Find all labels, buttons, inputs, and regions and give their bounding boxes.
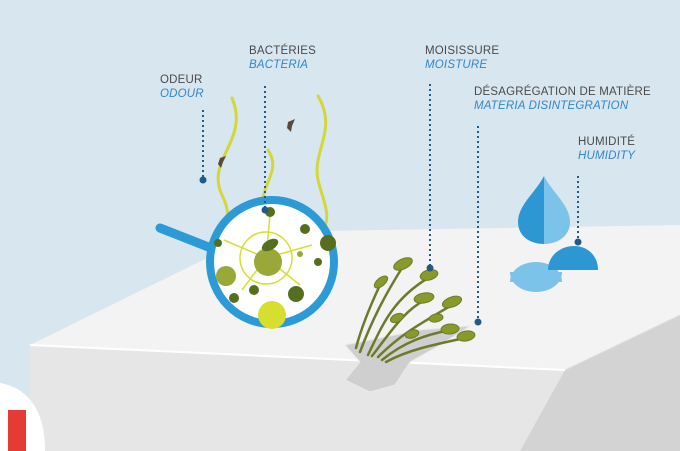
fly-icon — [218, 119, 295, 168]
mould-spores — [373, 257, 476, 342]
label-odour-en: ODOUR — [160, 87, 204, 100]
water-drop-icon — [510, 176, 598, 292]
label-bacteria: BACTÉRIES BACTERIA — [249, 45, 316, 73]
label-bacteria-fr: BACTÉRIES — [249, 45, 316, 57]
label-moisture-en: MOISTURE — [425, 58, 488, 71]
label-humidity: HUMIDITÉ HUMIDITY — [578, 136, 635, 164]
label-bacteria-en: BACTERIA — [249, 58, 309, 71]
label-humidity-fr: HUMIDITÉ — [578, 136, 636, 148]
slab-top — [30, 225, 680, 370]
label-odour: ODEUR ODOUR — [160, 74, 204, 102]
connectors — [202, 84, 579, 320]
label-moisture-fr: MOISISSURE — [425, 45, 500, 57]
connector-dots — [199, 176, 582, 326]
label-odour-fr: ODEUR — [160, 74, 203, 86]
slab-side — [520, 315, 680, 451]
bacteria-icon — [214, 207, 336, 329]
corner-badge — [0, 383, 45, 451]
magnifier-icon — [155, 196, 338, 329]
label-disintegration-fr: DÉSAGRÉGATION DE MATIÈRE — [474, 86, 651, 98]
label-moisture: MOISISSURE MOISTURE — [425, 45, 499, 73]
label-disintegration: DÉSAGRÉGATION DE MATIÈRE MATERIA DISINTE… — [474, 86, 651, 114]
label-disintegration-en: MATERIA DISINTEGRATION — [474, 99, 629, 112]
label-humidity-en: HUMIDITY — [578, 149, 636, 162]
